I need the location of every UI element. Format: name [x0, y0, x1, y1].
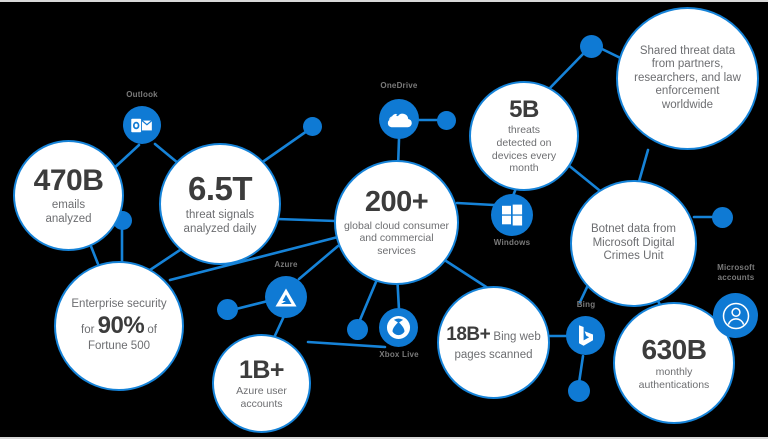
product-label-azure: Azure — [274, 260, 298, 269]
product-icon-onedrive[interactable] — [379, 99, 419, 139]
azure-accounts-line1: Azure user — [236, 384, 287, 397]
botnet-line1: Botnet data from — [590, 223, 677, 236]
stat-value-emails: 470B — [33, 163, 104, 197]
stat-bubble-emails: 470B emails analyzed — [13, 140, 124, 251]
stat-label-threat-signals-line2: analyzed daily — [183, 223, 257, 236]
enterprise-mid-post: of — [144, 323, 157, 336]
stat-label-cloud-services-line3: services — [377, 245, 416, 258]
stat-label-device-threats-line3: devices every — [491, 149, 557, 162]
enterprise-value: 90% — [97, 311, 145, 339]
bing-pages-line2: pages scanned — [454, 348, 533, 361]
outlook-icon — [131, 118, 153, 132]
stat-label-device-threats-line2: detected on — [496, 136, 552, 149]
product-icon-bing[interactable] — [566, 316, 605, 355]
product-icon-outlook[interactable] — [123, 106, 161, 144]
bing-pages-line1: Bing web — [490, 330, 541, 343]
xbox-icon — [386, 315, 411, 340]
product-label-microsoft-accounts: Microsoft accounts — [717, 263, 755, 282]
stat-label-threat-signals-line1: threat signals — [185, 209, 255, 222]
user-account-icon — [722, 302, 749, 329]
product-label-outlook: Outlook — [126, 90, 158, 99]
shared-threat-line1: Shared threat data — [639, 44, 736, 57]
stat-value-monthly-auth: 630B — [641, 333, 707, 365]
botnet-line2: Microsoft Digital — [592, 236, 675, 249]
bing-icon — [578, 325, 593, 346]
product-label-xbox: Xbox Live — [379, 350, 419, 359]
connector-dot — [437, 111, 456, 130]
stat-bubble-enterprise-security: Enterprise security for 90% of Fortune 5… — [54, 261, 184, 391]
enterprise-mid-pre: for — [81, 323, 98, 336]
product-label-windows: Windows — [493, 238, 531, 247]
connector-dot — [303, 117, 322, 136]
stat-value-device-threats: 5B — [509, 95, 539, 123]
stat-bubble-shared-threat-data: Shared threat data from partners, resear… — [616, 7, 759, 150]
connector-dot — [347, 319, 368, 340]
connector-dot — [580, 35, 603, 58]
botnet-line3: Crimes Unit — [603, 250, 664, 263]
stat-label-emails-line2: analyzed — [45, 213, 92, 226]
connector-dot — [217, 299, 238, 320]
stat-bubble-bing-pages: 18B+ Bing web pages scanned — [437, 286, 550, 399]
shared-threat-line2: from partners, — [651, 58, 724, 71]
windows-icon — [502, 204, 523, 226]
shared-threat-line5: worldwide — [661, 98, 714, 111]
stat-value-azure-accounts: 1B+ — [238, 355, 285, 384]
product-icon-azure[interactable] — [265, 276, 307, 318]
azure-accounts-line2: accounts — [240, 397, 283, 410]
product-icon-microsoft-accounts[interactable] — [713, 293, 758, 338]
shared-threat-line3: researchers, and law — [634, 71, 741, 84]
stat-bubble-device-threats: 5B threats detected on devices every mon… — [469, 81, 579, 191]
stat-label-emails-line1: emails — [51, 199, 86, 212]
connector-dot — [712, 207, 733, 228]
stat-bubble-cloud-services: 200+ global cloud consumer and commercia… — [334, 160, 459, 285]
stat-value-threat-signals: 6.5T — [187, 169, 253, 207]
enterprise-suffix: Fortune 500 — [87, 340, 150, 353]
stat-label-device-threats-line4: month — [509, 162, 539, 175]
stat-bubble-azure-accounts: 1B+ Azure user accounts — [212, 334, 311, 433]
monthly-auth-line1: monthly — [655, 365, 693, 378]
stat-bubble-threat-signals: 6.5T threat signals analyzed daily — [159, 143, 281, 265]
shared-threat-line4: enforcement — [655, 85, 720, 98]
enterprise-prefix: Enterprise security — [71, 298, 167, 311]
stat-value-bing-pages: 18B+ — [446, 323, 491, 345]
product-icon-windows[interactable] — [491, 194, 533, 236]
product-icon-xbox[interactable] — [379, 308, 418, 347]
stat-bubble-botnet-data: Botnet data from Microsoft Digital Crime… — [570, 180, 697, 307]
monthly-auth-line2: authentications — [638, 378, 710, 391]
product-label-bing: Bing — [576, 300, 596, 309]
stat-value-cloud-services: 200+ — [364, 186, 429, 219]
stat-label-cloud-services-line1: global cloud consumer — [343, 219, 450, 232]
product-label-onedrive: OneDrive — [380, 81, 418, 90]
stat-label-device-threats-line1: threats — [507, 124, 541, 136]
connector-dot — [568, 380, 590, 402]
onedrive-icon — [387, 113, 412, 127]
stat-label-cloud-services-line2: and commercial — [359, 232, 434, 245]
azure-icon — [275, 288, 297, 306]
